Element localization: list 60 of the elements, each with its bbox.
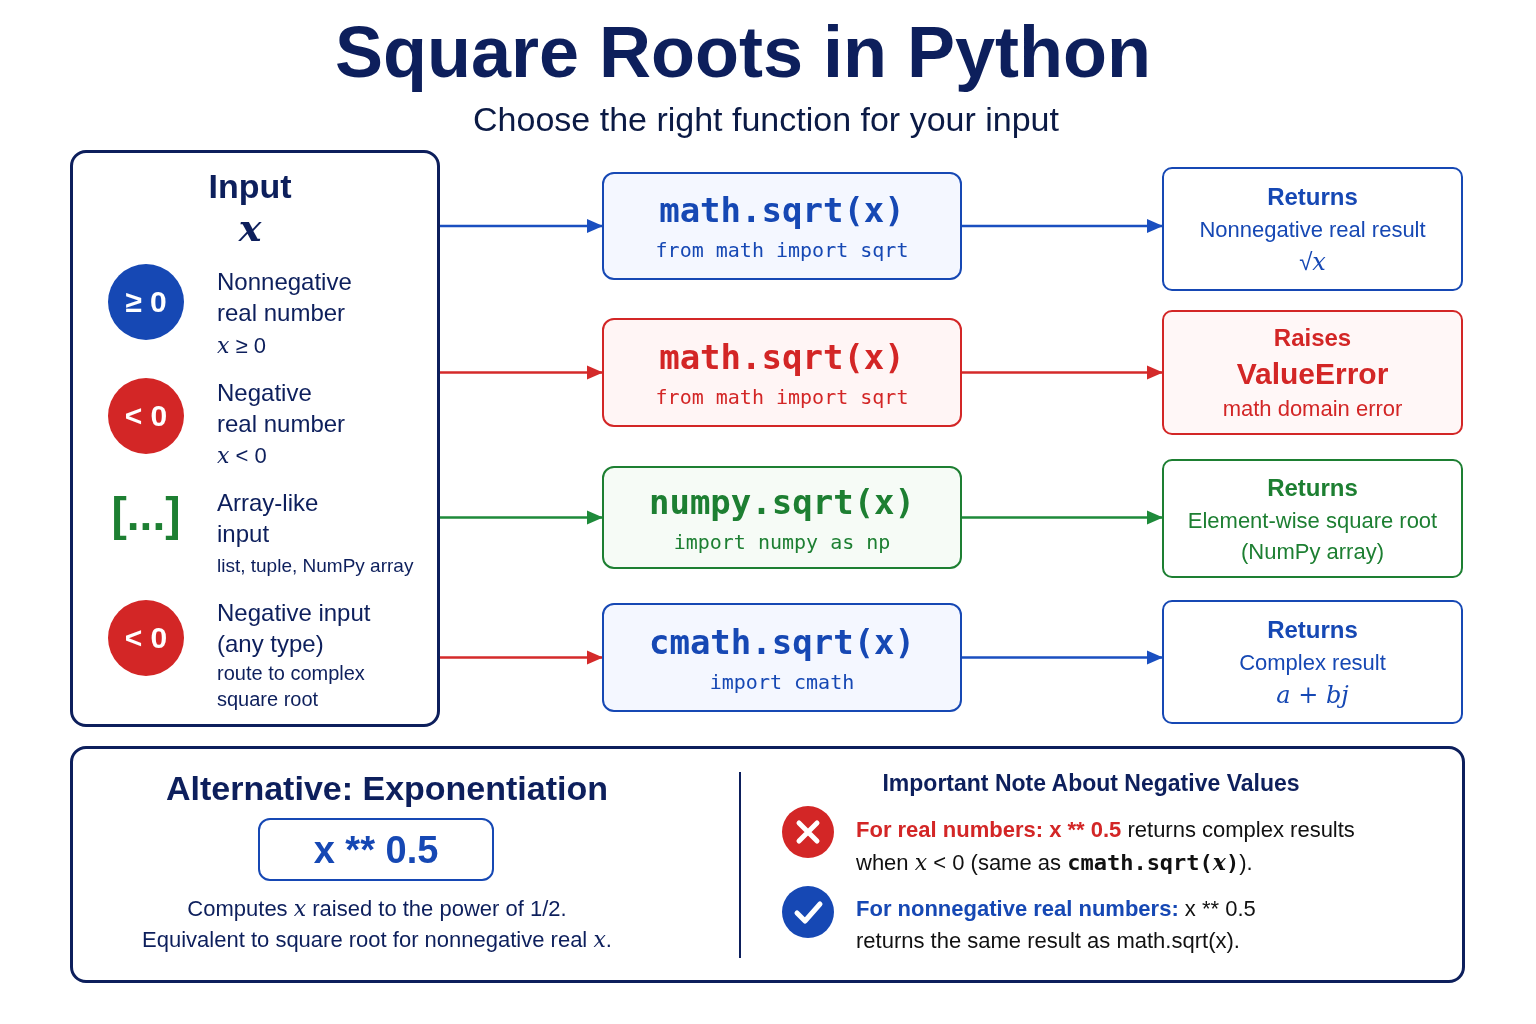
formula: √x xyxy=(1299,246,1326,278)
formula: a + bj xyxy=(1276,679,1349,711)
category-label: Negative input (any type) xyxy=(217,598,372,659)
import-statement: from math import sqrt xyxy=(655,383,909,411)
function-name: math.sqrt(x) xyxy=(659,189,905,232)
arrow xyxy=(440,219,603,233)
result-heading: Returns xyxy=(1267,181,1358,212)
arrow xyxy=(962,510,1163,525)
category-label: Nonnegative real number xyxy=(217,267,353,328)
condition-badge: < 0 xyxy=(108,378,184,454)
arrow xyxy=(440,365,603,380)
function-box xyxy=(602,172,962,280)
category-label: Array-like input xyxy=(217,488,320,549)
note-text: For nonnegative real numbers: x ** 0.5 returns the same result as math.sqrt(x). xyxy=(856,895,1257,955)
function-box xyxy=(602,318,962,427)
bracket-symbol: [...] xyxy=(111,488,181,540)
result-box xyxy=(1162,167,1463,291)
function-box xyxy=(602,603,962,712)
error-name: ValueError xyxy=(1236,356,1389,392)
result-text: math domain error xyxy=(1222,395,1403,423)
section-heading: Important Note About Negative Values xyxy=(882,769,1300,798)
input-panel xyxy=(70,150,440,727)
title: Square Roots in Python xyxy=(335,11,1151,94)
condition-badge: ≥ 0 xyxy=(108,264,184,340)
arrow xyxy=(962,650,1163,665)
result-box xyxy=(1162,600,1463,724)
result-heading: Returns xyxy=(1267,614,1358,645)
subtitle: Choose the right function for your input xyxy=(473,99,1059,140)
function-name: math.sqrt(x) xyxy=(659,335,905,379)
import-statement: import cmath xyxy=(709,668,855,696)
result-heading: Returns xyxy=(1267,472,1358,503)
import-statement: import numpy as np xyxy=(673,528,891,556)
expression: x ** 0.5 xyxy=(313,827,439,873)
info-panel xyxy=(70,746,1465,983)
description-text: Computes x raised to the power of 1/2. Equivalent to square root for nonnegative real x. xyxy=(141,895,613,954)
condition-text: x ≥ 0 xyxy=(217,332,266,360)
function-box xyxy=(602,466,962,569)
result-text: Element-wise square root (NumPy array) xyxy=(1186,506,1439,566)
result-heading: Raises xyxy=(1273,323,1352,353)
section-heading: Alternative: Exponentiation xyxy=(165,768,609,808)
arrow xyxy=(962,365,1163,380)
result-text: Complex result xyxy=(1239,648,1386,677)
panel-heading: Input xyxy=(208,166,292,206)
result-box xyxy=(1162,310,1463,435)
arrow xyxy=(962,219,1163,233)
note-text: For real numbers: x ** 0.5 returns complex results when x < 0 (same as cmath.sqrt(x)). xyxy=(856,816,1356,877)
condition-text: x < 0 xyxy=(217,442,267,470)
variable-label: x xyxy=(238,206,262,250)
arrow xyxy=(440,510,603,525)
result-text: Nonnegative real result xyxy=(1199,215,1426,244)
arrow xyxy=(440,650,603,665)
condition-badge: < 0 xyxy=(108,600,184,676)
category-note: list, tuple, NumPy array xyxy=(217,554,414,578)
function-name: cmath.sqrt(x) xyxy=(648,620,916,664)
import-statement: from math import sqrt xyxy=(655,237,909,264)
category-note: route to complex square root xyxy=(217,661,366,712)
category-label: Negative real number xyxy=(217,378,347,439)
result-box xyxy=(1162,459,1463,578)
function-name: numpy.sqrt(x) xyxy=(648,480,916,524)
expression-box xyxy=(258,818,494,881)
